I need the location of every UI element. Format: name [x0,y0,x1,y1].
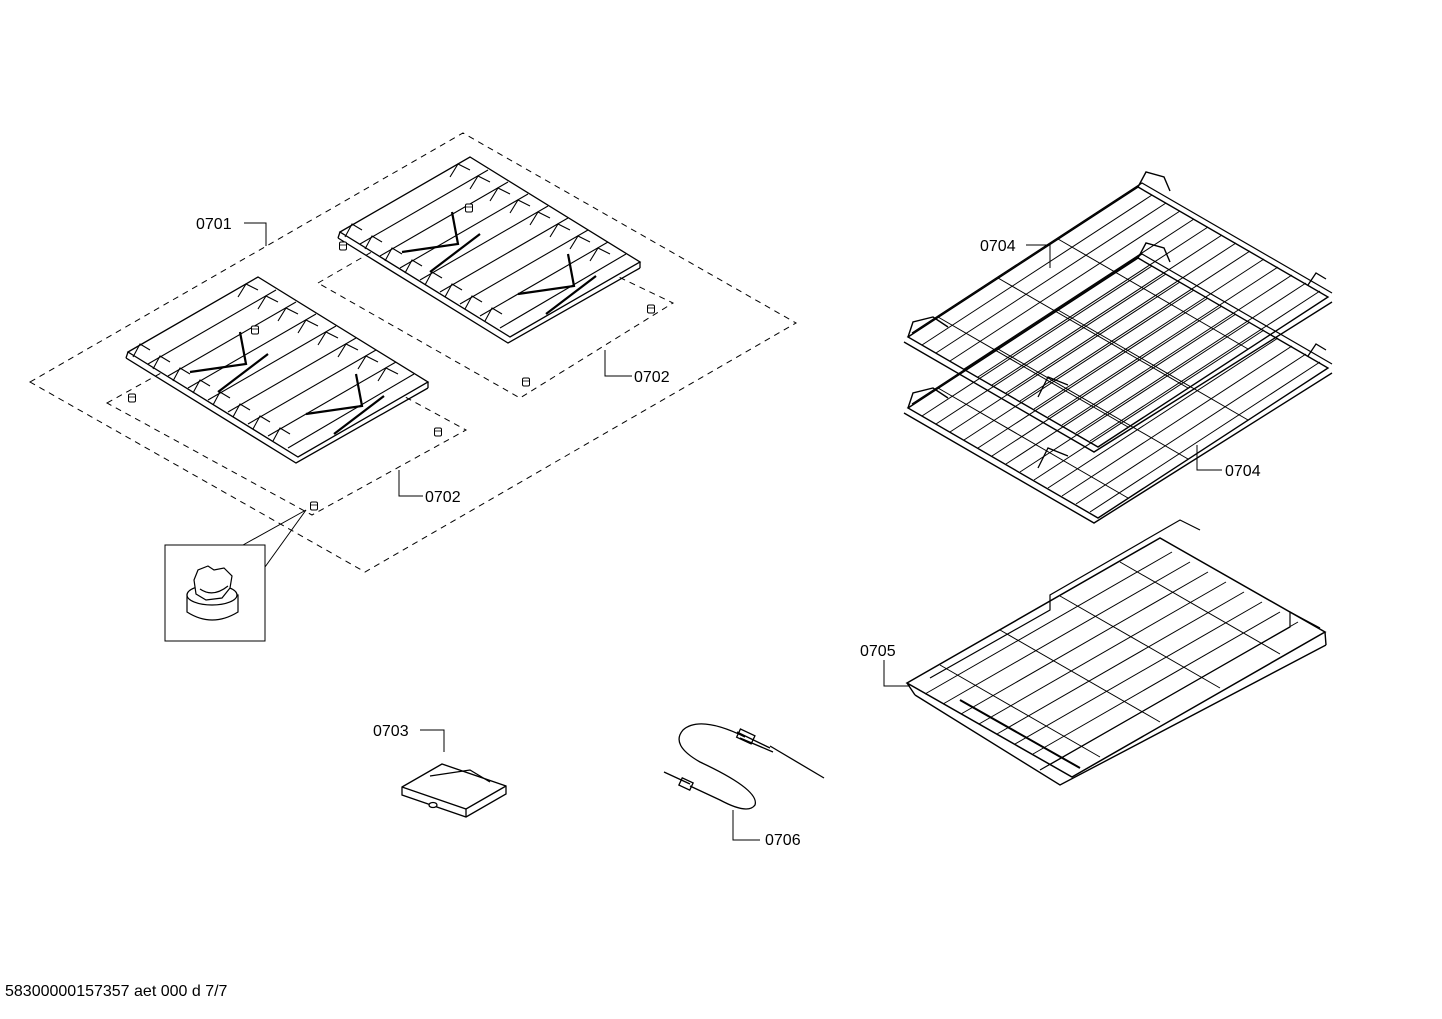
label-0702-left: 0702 [425,489,461,506]
label-0704-top: 0704 [980,238,1016,255]
label-0705: 0705 [860,643,896,660]
burner-grate-right [336,155,642,345]
telescopic-rack [905,519,1327,786]
document-footer: 58300000157357 aet 000 d 7/7 [5,983,228,1000]
label-0703: 0703 [373,723,409,740]
label-0702-right: 0702 [634,369,670,386]
leader-lines [244,222,1222,841]
meat-probe [663,723,825,810]
grates-dashed-outline [28,132,798,573]
mounting-bracket [401,763,507,818]
label-0701: 0701 [196,216,232,233]
oven-rack-top [903,171,1333,453]
burner-grate-left [124,275,430,465]
buffer-detail-callout [164,509,307,642]
label-0704-bottom: 0704 [1225,463,1261,480]
buffer-detail-icon [186,565,239,621]
label-0706: 0706 [765,832,801,849]
oven-rack-bottom [903,242,1333,524]
